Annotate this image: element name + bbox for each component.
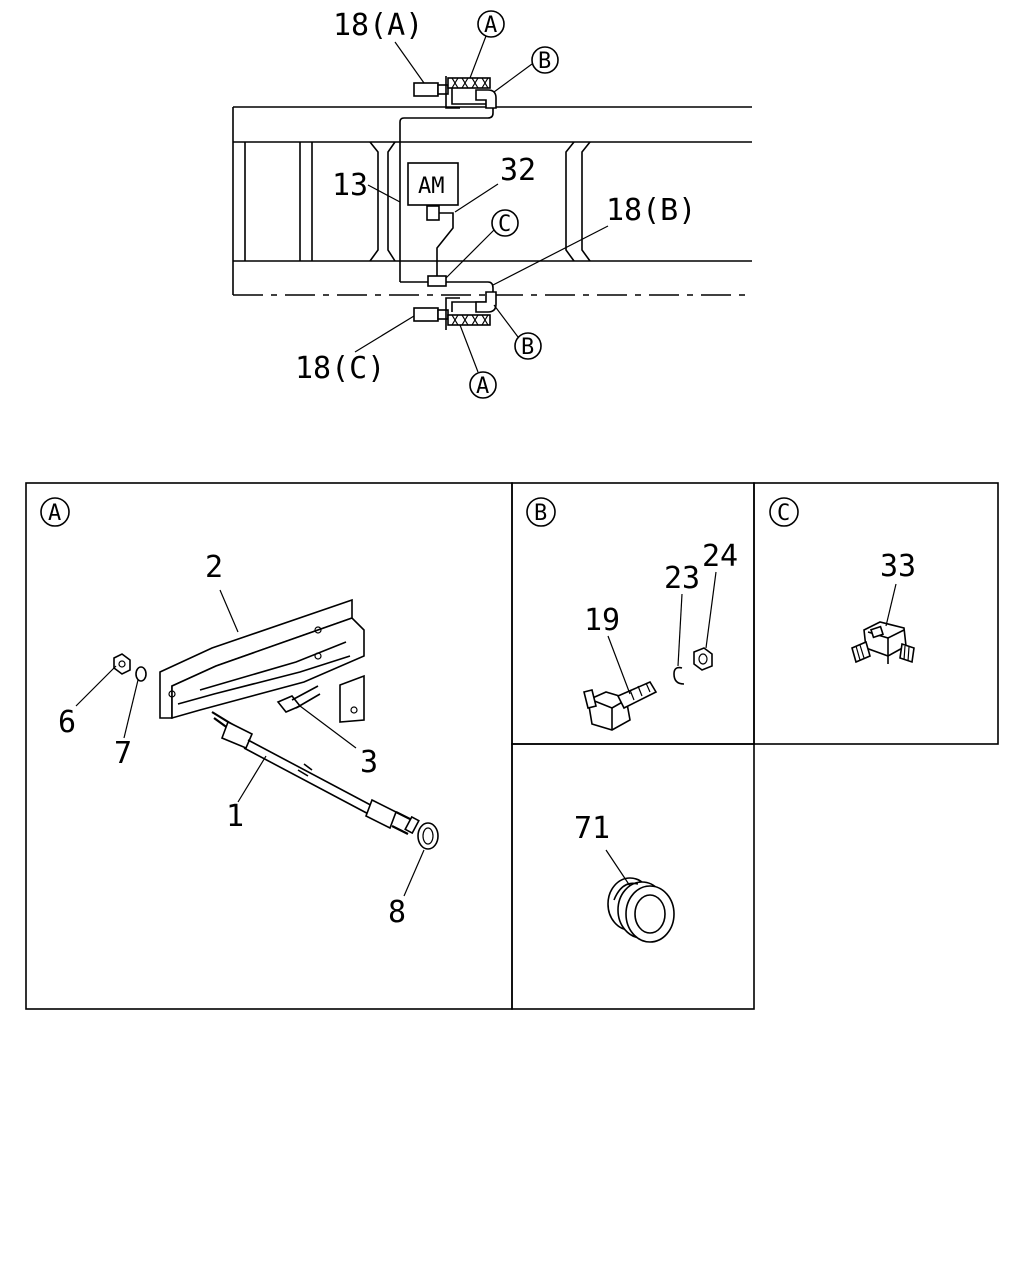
label-18c: 18(C) xyxy=(295,351,385,386)
callout-c-overview xyxy=(491,209,519,237)
part-6-label: 6 xyxy=(58,705,76,740)
panel-c: C 33 xyxy=(769,497,916,664)
pipe-32 xyxy=(436,212,454,276)
callout-a-top xyxy=(477,10,505,38)
part-24-label: 24 xyxy=(702,539,738,574)
part-1-label: 1 xyxy=(226,799,244,834)
panel-d-frame xyxy=(511,743,755,1010)
panel-c-tag xyxy=(769,497,799,527)
part-2-label: 2 xyxy=(205,550,223,585)
panel-d: 71 xyxy=(574,811,675,943)
panel-a: A xyxy=(40,497,439,930)
label-13: 13 xyxy=(332,168,368,203)
tee-union xyxy=(851,621,915,664)
part-7-label: 7 xyxy=(114,736,132,771)
svg-text:A: A xyxy=(476,374,489,399)
am-label: AM xyxy=(418,174,445,199)
svg-text:A: A xyxy=(484,13,497,38)
part-71-label: 71 xyxy=(574,811,610,846)
svg-text:B: B xyxy=(538,49,551,74)
snap-ring xyxy=(673,666,685,685)
svg-text:C: C xyxy=(777,501,790,526)
panel-a-tag xyxy=(40,497,70,527)
washer xyxy=(417,822,439,850)
part-23-label: 23 xyxy=(664,561,700,596)
svg-text:B: B xyxy=(521,335,534,360)
bracket xyxy=(159,598,365,723)
callout-b-top xyxy=(531,46,559,74)
overview-labels: 18(A) A B 13 32 C 18(B) B xyxy=(295,8,696,399)
detail-panels: A xyxy=(25,482,999,1010)
svg-text:B: B xyxy=(534,501,547,526)
part-33-label: 33 xyxy=(880,549,916,584)
part-8-label: 8 xyxy=(388,895,406,930)
panel-b-tag xyxy=(526,497,556,527)
bolt xyxy=(276,685,321,713)
overview-assembly: AM xyxy=(232,8,752,399)
label-18a: 18(A) xyxy=(333,8,423,43)
panel-b: B 19 23 24 xyxy=(526,497,738,731)
callout-a-bottom xyxy=(469,371,497,399)
elbow-connector xyxy=(583,680,658,731)
svg-text:C: C xyxy=(498,212,511,237)
pipe-13 xyxy=(399,100,494,282)
label-18b: 18(B) xyxy=(606,193,696,228)
nut xyxy=(113,653,131,675)
frame-rail xyxy=(232,106,752,296)
panel-a-frame xyxy=(25,482,513,1010)
panel-c-frame xyxy=(753,482,999,745)
hose-assembly-lower xyxy=(413,291,497,330)
part-3-label: 3 xyxy=(360,745,378,780)
lock-washer xyxy=(135,666,147,682)
hose-assembly-upper xyxy=(413,76,497,109)
label-32: 32 xyxy=(500,153,536,188)
callout-b-bottom xyxy=(514,332,542,360)
grommet xyxy=(607,877,675,943)
hose xyxy=(211,711,420,835)
svg-text:A: A xyxy=(48,501,61,526)
am-module: AM xyxy=(407,162,459,221)
hex-nut xyxy=(693,647,713,671)
part-19-label: 19 xyxy=(584,603,620,638)
tee-fitting xyxy=(427,275,447,287)
